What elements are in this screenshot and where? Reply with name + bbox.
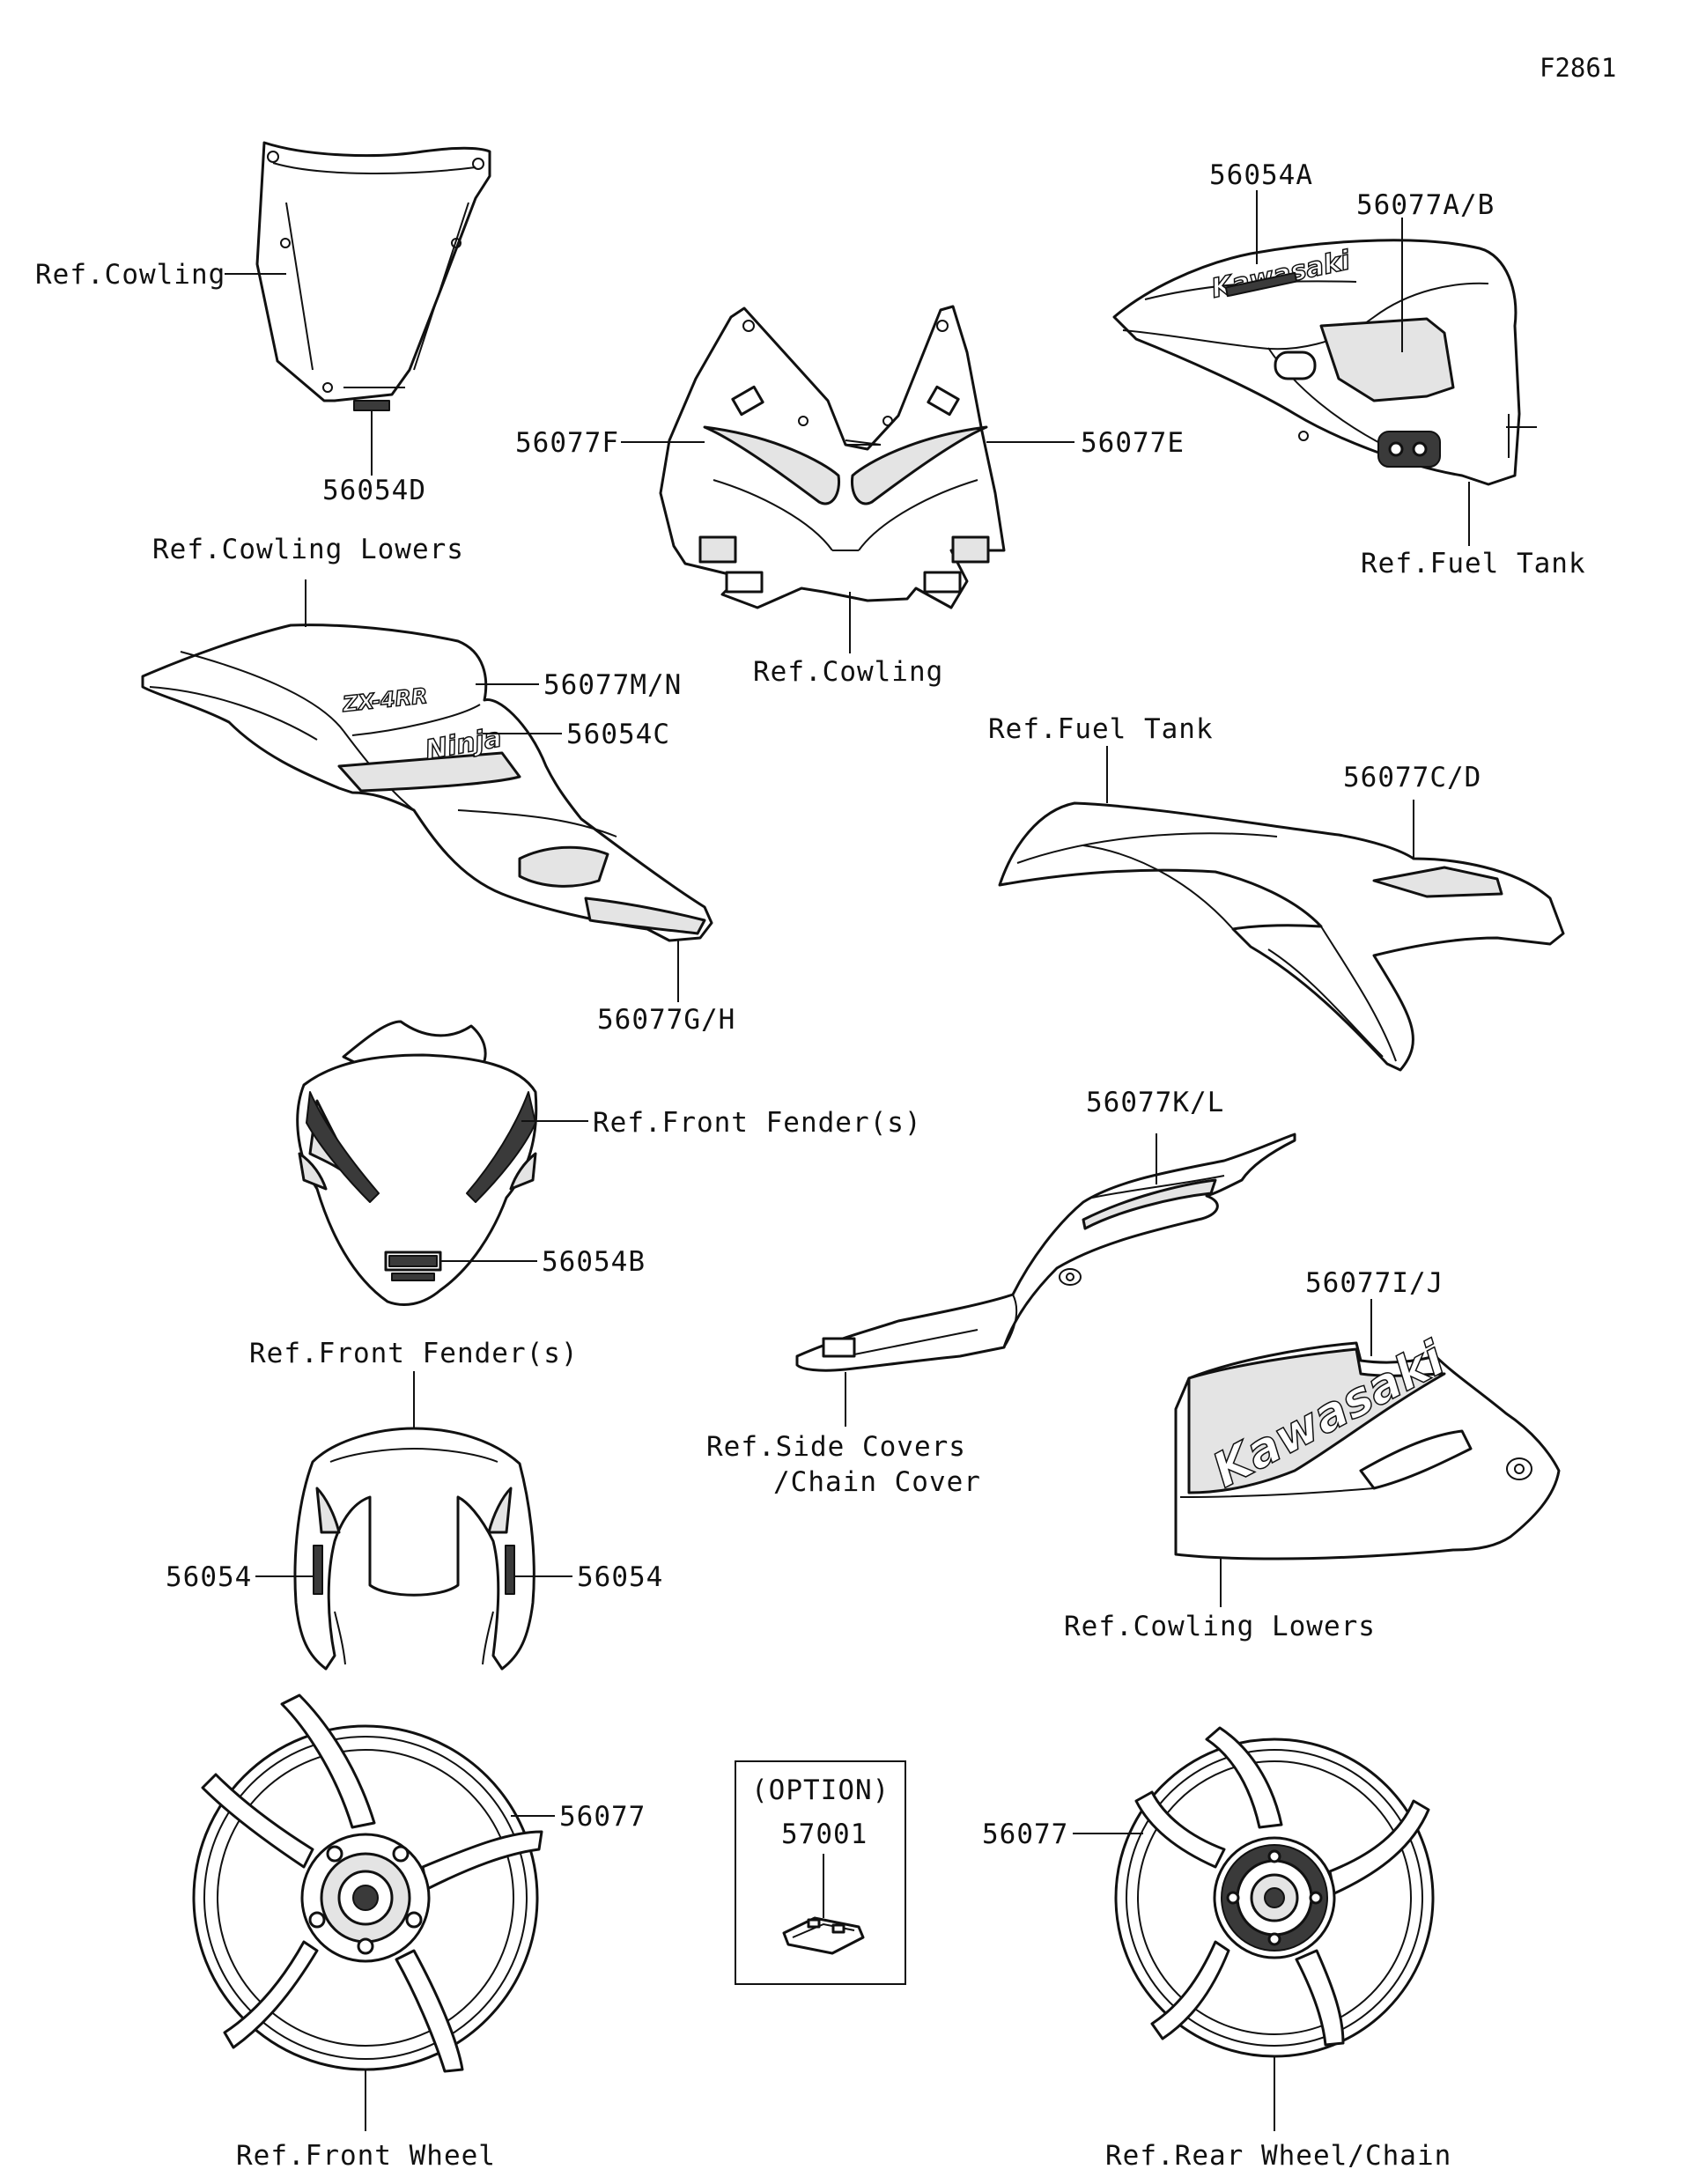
cowling-upper-left-label: 56077F [515,427,619,459]
cowling-lower-left: ZX-4RR Ninja [141,623,713,942]
windscreen-part-label: 56054D [322,475,426,506]
fuel-tank-side-cover [998,801,1565,1072]
tank-part-a-label: 56054A [1209,159,1313,191]
option-box: (OPTION) 57001 [735,1760,906,1985]
option-part-label: 57001 [781,1819,868,1850]
cowling-lower-right: Kawasaki [1174,1329,1561,1561]
cowling-upper-ref-label: Ref.Cowling [753,656,943,688]
cowling-lower-right-part-label: 56077I/J [1305,1267,1444,1299]
front-wheel-part-label: 56077 [559,1801,646,1833]
upper-cowling [659,305,1006,609]
fender-top-ref-label: Ref.Front Fender(s) [593,1107,922,1139]
cowling-lower-right-ref-label: Ref.Cowling Lowers [1064,1611,1376,1642]
side-cover-ref-label-1: Ref.Side Covers [706,1431,966,1463]
cowling-lower-left-part-mn-label: 56077M/N [543,669,682,701]
fender-front-ref-label: Ref.Front Fender(s) [249,1338,579,1369]
rear-wheel-part-label: 56077 [982,1819,1068,1850]
cowling-upper-right-label: 56077E [1081,427,1185,459]
fender-front-left-decal [313,1545,323,1595]
rear-wheel [1114,1726,1435,2058]
fender-front-left-label: 56054 [166,1561,252,1593]
front-fender-front [293,1427,535,1671]
front-wheel-ref-label: Ref.Front Wheel [236,2140,496,2172]
windscreen-ref-label: Ref.Cowling [35,259,225,291]
tank-side-ref-label: Ref.Fuel Tank [988,713,1214,745]
side-cover-part-label: 56077K/L [1086,1087,1224,1118]
windscreen [255,141,491,411]
windscreen-decal [353,400,390,411]
figure-id: F2861 [1540,53,1616,83]
side-cover-ref-label-2: /Chain Cover [773,1466,981,1498]
tank-side-part-label: 56077C/D [1343,762,1481,793]
fender-front-right-label: 56054 [577,1561,663,1593]
option-title: (OPTION) [751,1774,890,1806]
tank-ref-label: Ref.Fuel Tank [1361,548,1586,579]
rear-wheel-ref-label: Ref.Rear Wheel/Chain [1105,2140,1451,2172]
front-fender-top [296,1020,538,1307]
side-cover-chain-cover [795,1133,1296,1372]
tank-part-b-label: 56077A/B [1356,189,1495,221]
cowling-lower-left-part-gh-label: 56077G/H [597,1004,735,1036]
fender-front-right-decal [505,1545,515,1595]
cowling-lower-left-ref-label: Ref.Cowling Lowers [152,534,464,565]
cowling-lower-left-part-c-label: 56054C [566,719,670,750]
front-wheel [192,1693,543,2073]
fender-top-part-label: 56054B [542,1246,646,1278]
